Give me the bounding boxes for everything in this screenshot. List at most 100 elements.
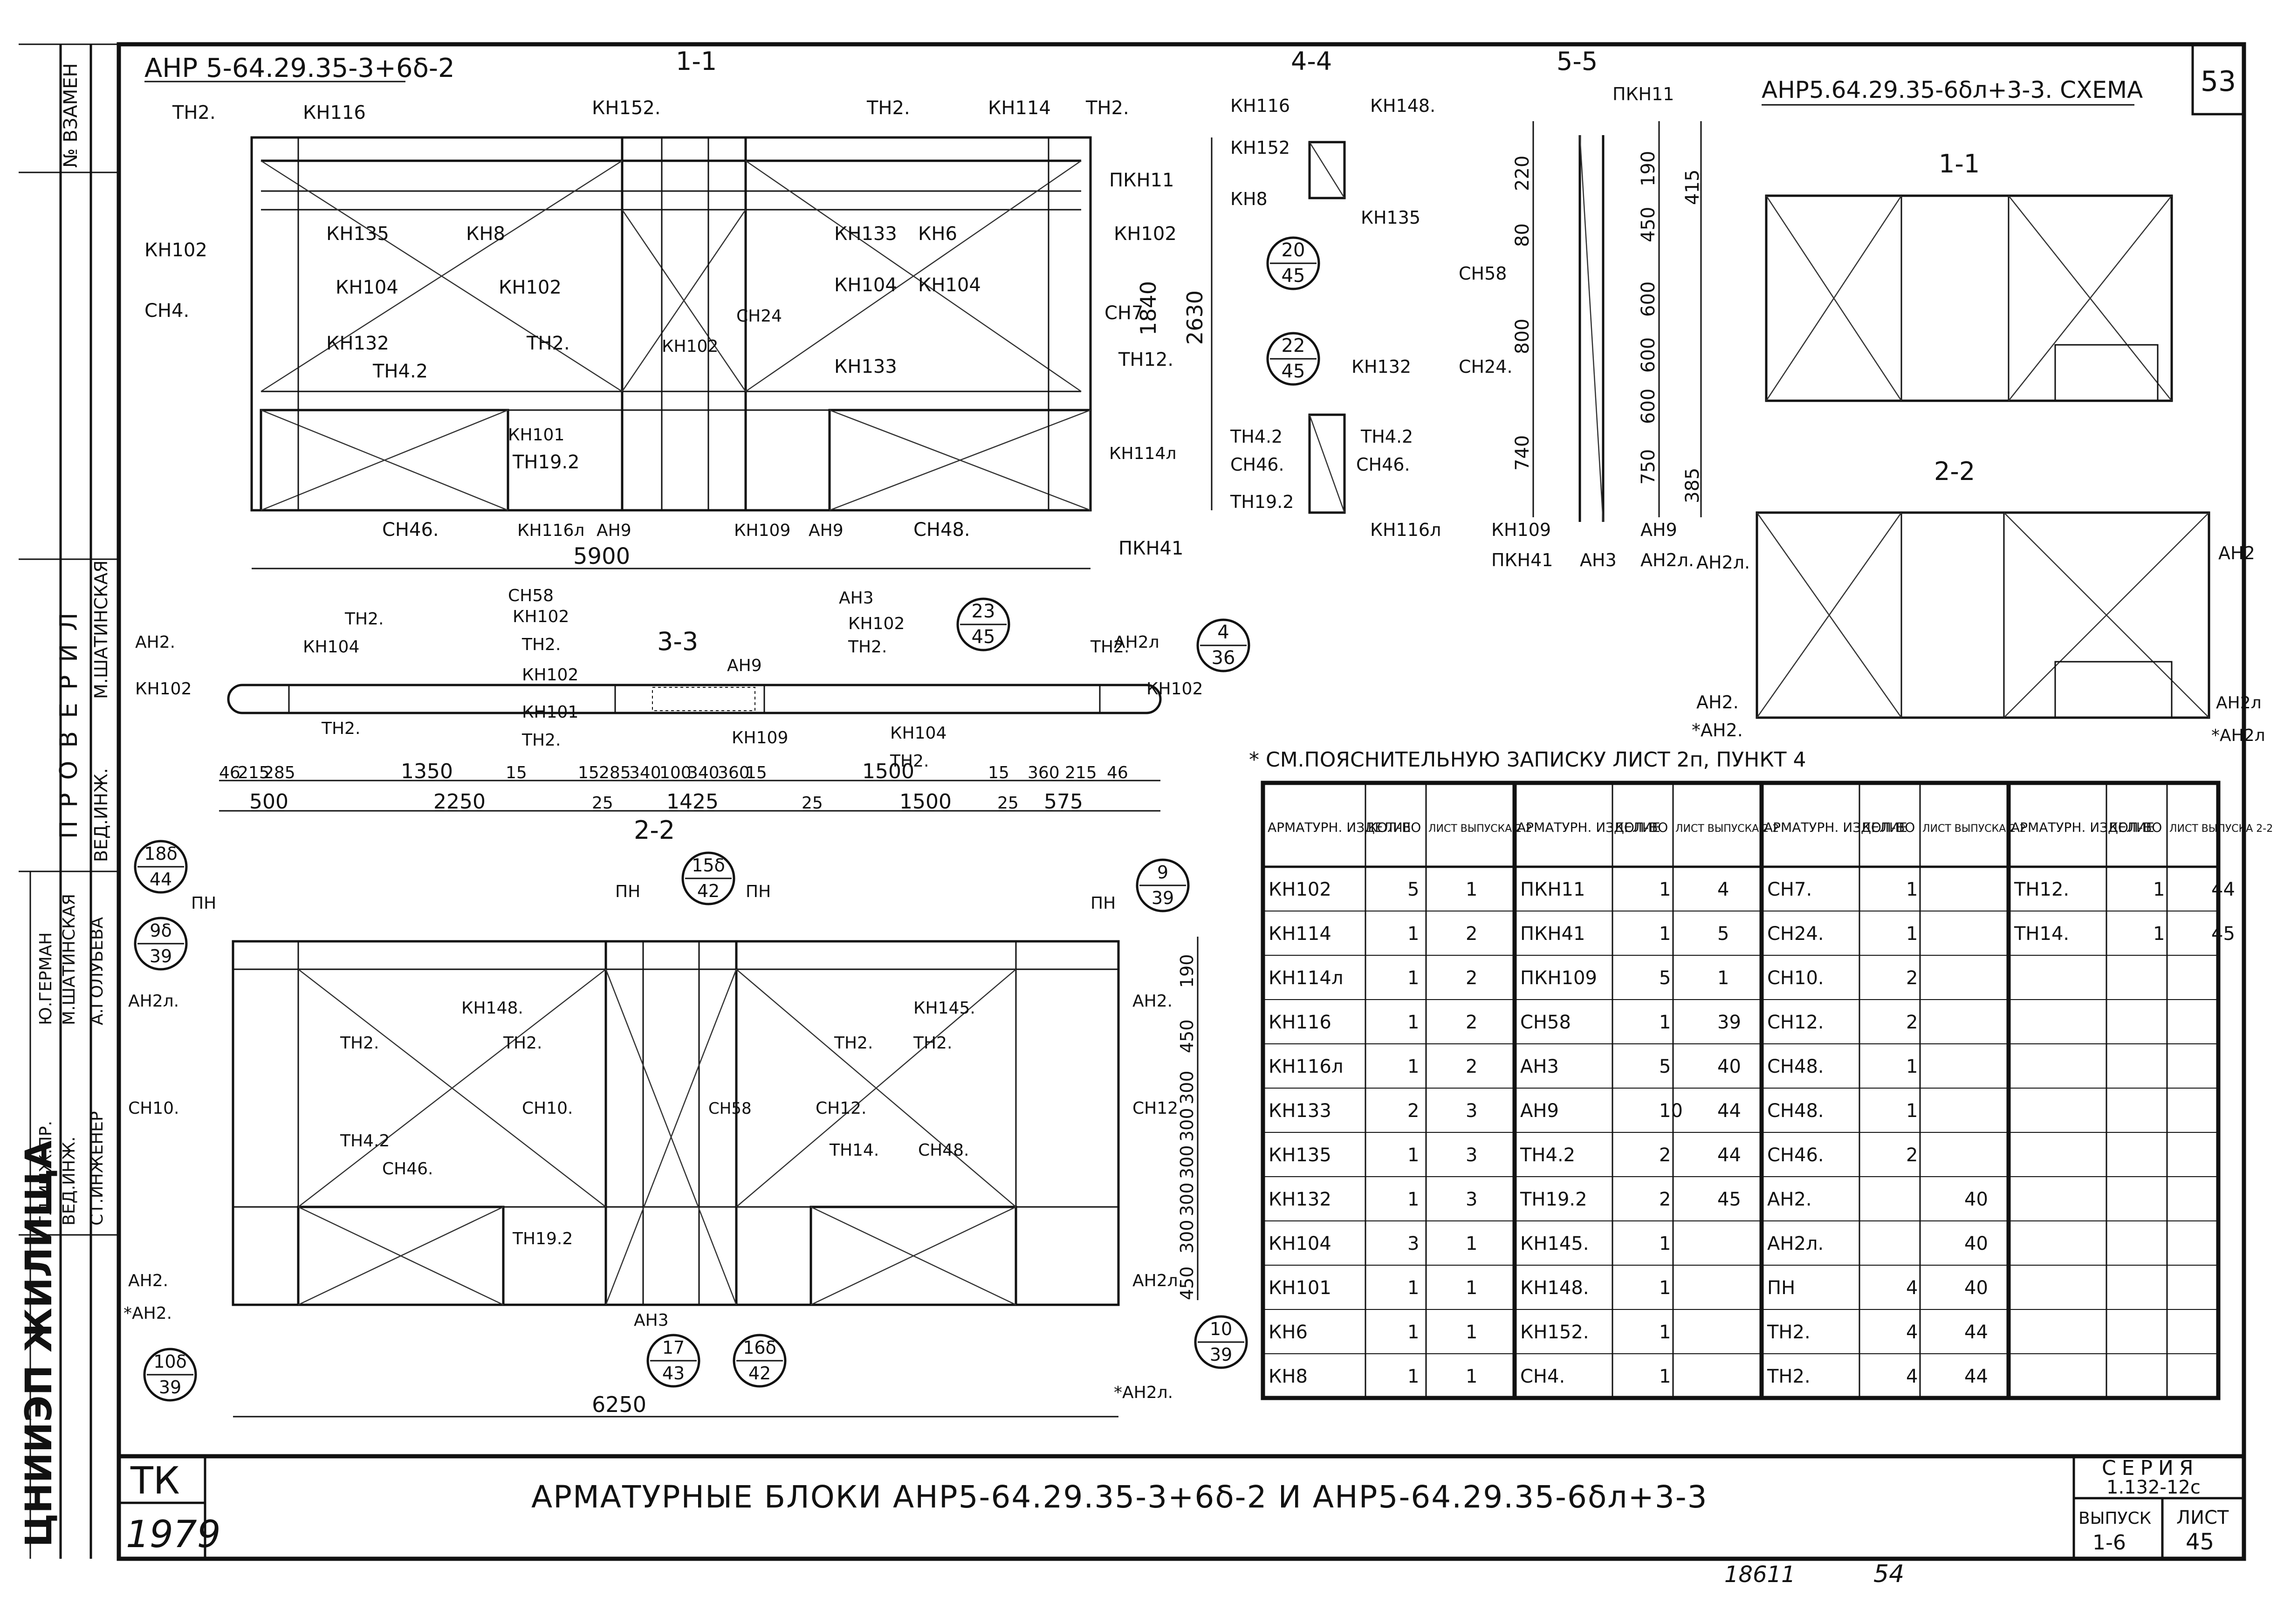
s55-label-6: АН9	[1640, 520, 1677, 540]
table-cell-sheet: 1	[1466, 1277, 1477, 1299]
s33-dim-12: 1500	[862, 760, 914, 783]
table-cell-qty: 1	[1407, 1144, 1419, 1166]
schema-section-22: 2-2	[1934, 457, 1975, 486]
elev-label-19: ТН14.	[829, 1141, 879, 1160]
s33-label-14: ТН2.	[344, 610, 384, 629]
s44-label-7: ТН4.2	[1360, 426, 1413, 447]
table-cell-sheet: 4	[1717, 879, 1729, 900]
title-sheet-label: ЛИСТ	[2176, 1507, 2229, 1528]
plan-label-23: ТН12.	[1118, 349, 1173, 370]
table-cell-sheet: 40	[1717, 1056, 1741, 1077]
plan-label-24: ТН4.2	[372, 361, 428, 382]
table-cell-qty: 3	[1407, 1233, 1419, 1254]
s44-label-11: КН116л	[1370, 520, 1441, 540]
plan-label-4: КН114	[988, 97, 1051, 119]
table-cell-item: ТН2.	[1767, 1366, 1811, 1387]
plan-label-10: КН6	[918, 223, 957, 245]
table-cell-qty: 2	[1906, 1144, 1918, 1166]
plan-label-5: ТН2.	[1085, 97, 1129, 119]
plan-label-32: СН46.	[382, 519, 439, 541]
table-cell-item: КН132	[1269, 1189, 1331, 1210]
s33-total-2: 25	[592, 794, 613, 813]
table-header-sheet: ЛИСТ ВЫПУСКА 2-2	[2169, 823, 2273, 835]
plan-label-17: СН4.	[144, 300, 189, 322]
s33-total-3: 1425	[666, 790, 719, 814]
table-header-qty: КОЛ-ВО	[1862, 820, 1915, 835]
elev-label-25: АН2л.	[1132, 1271, 1183, 1290]
dim-plan-inner: 1840	[1136, 281, 1161, 336]
table-cell-item: ТН19.2	[1520, 1189, 1587, 1210]
table-cell-qty: 1	[1407, 1366, 1419, 1387]
elev-label-6: КН145.	[913, 999, 975, 1018]
s33-label-18: КН104	[890, 724, 947, 743]
elev-dim-6: 300	[1177, 1220, 1197, 1254]
stamp-row-2: ВЕД.ИНЖ.	[60, 1137, 79, 1226]
table-header-qty: КОЛ-ВО	[1368, 820, 1421, 835]
circle-bottom: 36	[1212, 647, 1235, 669]
s33-label-17: ТН2.	[321, 719, 360, 738]
elev-label-21: ТН19.2	[512, 1229, 573, 1248]
s55-dim-l3: 740	[1512, 435, 1533, 471]
plan-label-15: КН104	[834, 274, 897, 296]
s33-dim-9: 340	[687, 763, 720, 782]
s55-dim-o4: 385	[1682, 468, 1703, 503]
plan-label-13: КН104	[336, 277, 398, 298]
table-cell-item: ПН	[1767, 1277, 1795, 1299]
table-header-item: АРМАТУРН. ИЗДЕЛИЕ	[1517, 820, 1660, 835]
s33-label-4: КН101	[522, 703, 578, 722]
bottom-mark-1: 54	[1873, 1560, 1904, 1588]
elev-label-0: ПН	[191, 894, 216, 913]
s33-label-2: ТН2.	[521, 635, 561, 654]
s55-label-4: ПКН41	[1491, 550, 1553, 570]
table-header-sheet: ЛИСТ ВЫПУСКА 2-2	[1922, 823, 2026, 835]
schema: АНР5.64.29.35-6δл+3-3. СХЕМА 1-1 2-2 АН2…	[1692, 76, 2265, 745]
plan-label-18: СН7.	[1104, 302, 1149, 324]
s33-total-6: 25	[997, 794, 1019, 813]
table-cell-sheet: 2	[1466, 1056, 1477, 1077]
schema-title: АНР5.64.29.35-6δл+3-3. СХЕМА	[1762, 76, 2143, 103]
s33-total-7: 575	[1044, 790, 1083, 814]
s33-label-5: ТН2.	[521, 731, 561, 750]
table-cell-qty: 1	[1659, 1366, 1671, 1387]
s44-label-4: КН135	[1361, 207, 1420, 228]
table-cell-item: СН46.	[1767, 1144, 1824, 1166]
section-55: 5-5 ПКН11 СН58 СН24. КН109 ПКН41 АН3 АН9…	[1459, 47, 1703, 570]
table-cell-item: СН12.	[1767, 1012, 1824, 1033]
table-cell-item: КН116л	[1269, 1056, 1343, 1077]
plan-label-30: КН109	[734, 521, 790, 540]
circle-bottom: 44	[150, 869, 172, 890]
s33-label-19: ТН2.	[890, 752, 929, 771]
schema-label-0: АН2	[2218, 543, 2255, 563]
elev-label-7: ТН2.	[340, 1034, 379, 1053]
table-cell-sheet: 39	[1717, 1012, 1741, 1033]
elev-dim-0: 190	[1177, 954, 1197, 988]
plan-label-28: КН116л	[517, 521, 584, 540]
elev-dim-2: 300	[1177, 1070, 1197, 1104]
plan-label-7: КН135	[326, 223, 389, 245]
plan-label-35: СН24	[736, 307, 782, 326]
section-33: 3-3 46 215 285 1350 15 15 285 340 100 34…	[135, 586, 1203, 814]
table-cell-item: СН48.	[1767, 1100, 1824, 1122]
table-cell-qty: 1	[1659, 879, 1671, 900]
table-cell-sheet: 45	[1717, 1189, 1741, 1210]
table-cell-sheet: 40	[1964, 1233, 1988, 1254]
s33-total-5: 1500	[899, 790, 952, 814]
elev-label-2: ПН	[746, 882, 771, 901]
plan-label-0: ТН2.	[172, 102, 216, 123]
table-cell-qty: 1	[1659, 1233, 1671, 1254]
elev-dim-4: 300	[1177, 1145, 1197, 1179]
s55-label-7: АН2л.	[1640, 550, 1694, 570]
s33-dim-4: 15	[506, 763, 527, 782]
table-cell-sheet: 3	[1466, 1100, 1477, 1122]
table-cell-sheet: 44	[2211, 879, 2235, 900]
table-cell-item: СН58	[1520, 1012, 1571, 1033]
title-series-label: СЕРИЯ	[2102, 1456, 2199, 1480]
title-block: ТК 1979 АРМАТУРНЫЕ БЛОКИ АНР5-64.29.35-3…	[126, 1456, 2229, 1556]
table-cell-item: КН145.	[1520, 1233, 1589, 1254]
section-label-22: 2-2	[634, 815, 675, 845]
table-cell-qty: 1	[1906, 923, 1918, 945]
table-cell-item: КН114л	[1269, 967, 1343, 989]
circle-top: 23	[972, 601, 995, 622]
